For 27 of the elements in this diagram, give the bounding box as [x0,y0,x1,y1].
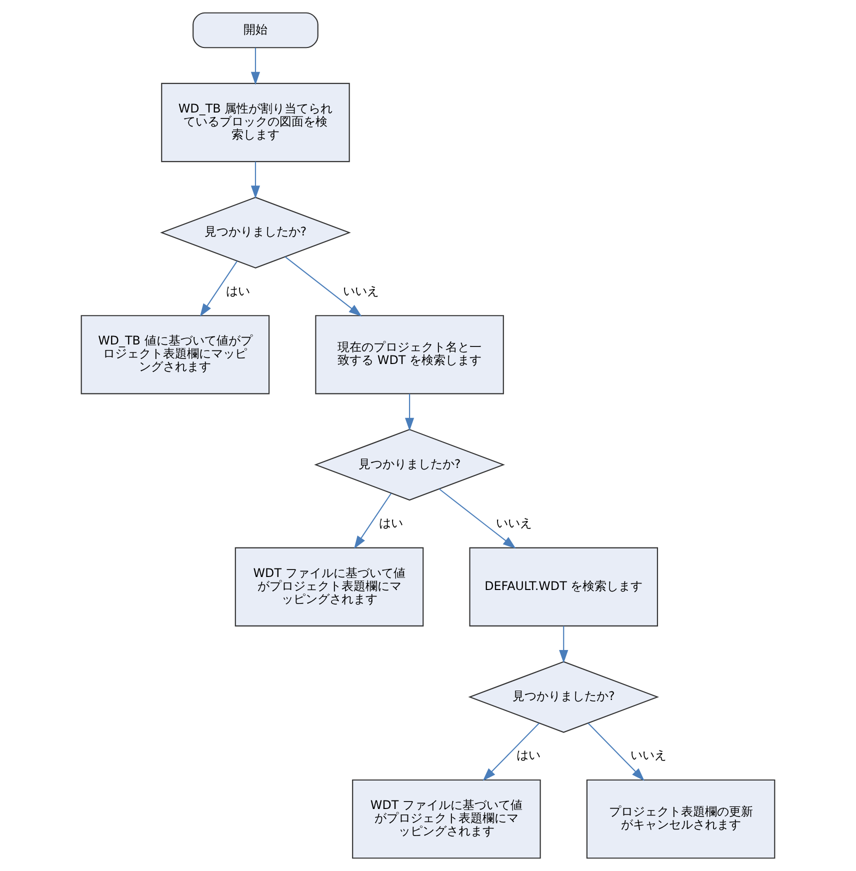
edge-label: はい [516,748,541,762]
arrow [559,626,568,664]
arrow [354,493,392,549]
arrow [405,394,414,431]
node-box: WDT ファイルに基づいて値がプロジェクト表題欄にマッピングされます [352,779,541,859]
edge-label: はい [226,284,250,298]
arrow [200,260,238,317]
edge-label: いいえ [496,516,532,530]
node-box: 開始 [192,12,318,48]
node-diamond: 見つかりましたか? [468,661,660,733]
node-box: WDT ファイルに基づいて値がプロジェクト表題欄にマッピングされます [234,547,424,626]
node-box: WD_TB 属性が割り当てられているブロックの図面を検索します [161,82,350,162]
arrow [250,48,260,85]
arrow [588,722,644,781]
arrow [438,488,516,549]
node-box: プロジェクト表題欄の更新がキャンセルされます [586,779,776,859]
arrow [482,722,540,781]
node-box: DEFAULT.WDT を検索します [469,547,658,626]
edge-label: いいえ [342,284,380,298]
node-box: 現在のプロジェクト名と一致する WDT を検索します [315,315,504,394]
edge-label: いいえ [630,748,667,762]
edge-label: はい [378,516,403,530]
arrow [284,256,362,316]
node-box: WD_TB 値に基づいて値がプロジェクト表題欄にマッピングされます [80,315,270,394]
node-diamond: 見つかりましたか? [314,428,505,501]
node-diamond: 見つかりましたか? [160,196,351,268]
arrow [250,162,260,199]
